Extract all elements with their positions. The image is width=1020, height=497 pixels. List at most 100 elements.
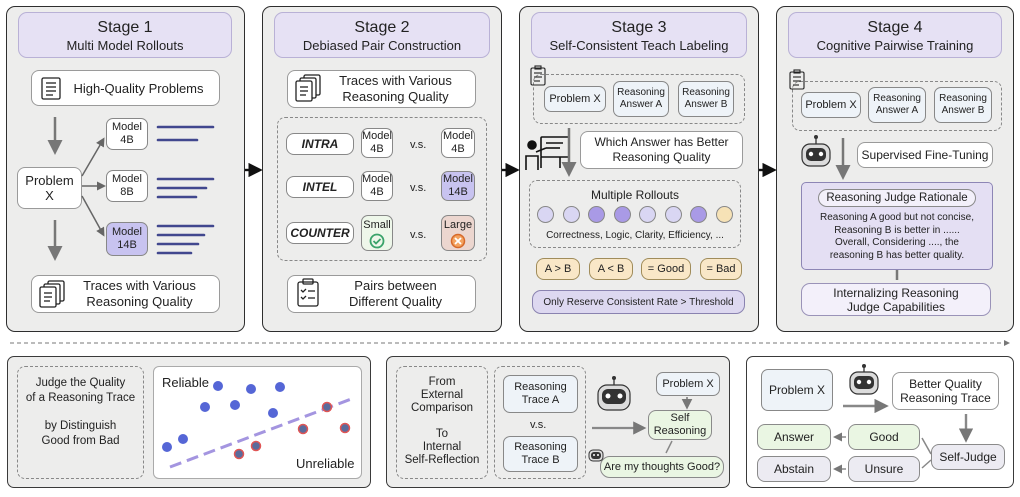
stage4-problem-box: Problem X [801,92,861,118]
rationale-title: Reasoning Judge Rationale [818,189,976,207]
model-4b-line1: Model [112,121,142,133]
connector [665,440,673,454]
stage3-answer-a-line1: Reasoning [617,87,665,98]
unsure-box: Unsure [848,456,920,482]
traces-vs: v.s. [530,419,547,431]
stage4-title: Stage 4 [867,19,923,36]
better-quality-box: Better Quality Reasoning Trace [892,372,999,410]
pair-types-group [277,117,487,261]
model-4b-line2: 4B [120,134,134,146]
stage1-title: Stage 1 [97,19,153,36]
judge-line-5: Good from Bad [41,434,120,447]
stage4-header: Stage 4 Cognitive Pairwise Training [788,12,1002,58]
rationale-line-4: reasoning B has better quality. [829,249,965,261]
robot-icon [597,376,631,411]
intra-tag: INTRA [286,133,354,155]
rollout-circle [715,206,733,223]
better-quality-line2: Reasoning Trace [900,391,991,405]
external-internal-box [396,366,488,479]
which-better-line1: Which Answer has Better [594,135,729,149]
stage3-header: Stage 3 Self-Consistent Teach Labeling [531,12,747,58]
clipboard-icon [530,65,546,86]
stage4-panel [776,6,1014,332]
label-bad: = Bad [700,258,742,280]
small-model: Small [361,215,393,251]
reliable-label: Reliable [162,375,209,390]
label-a-lt-b: A < B [589,258,633,280]
model-14b-box: Model 14B [106,222,148,256]
teacher-icon [525,136,570,170]
rollout-circle [537,206,554,223]
rollout-circle [588,206,605,223]
model-8b-line2: 8B [120,186,134,198]
pairs-line1: Pairs between [354,278,437,293]
rollout-circle [613,206,631,223]
judge-line-2: of a Reasoning Trace [25,391,136,404]
rationale-line-3: Overall, Considering ...., the [835,237,959,248]
good-box: Good [848,424,920,450]
intel-right-line2: 14B [448,186,468,198]
rollout-circle [690,206,707,223]
intel-vs: v.s. [410,182,427,194]
ext-line-5: To [435,428,449,440]
stage3-inputs-group [533,74,745,124]
stage3-answer-b-line1: Reasoning [682,87,730,98]
stage4-answer-b-line1: Reasoning [939,93,987,104]
stage3-answer-a-line2: Answer A [619,99,663,110]
rollout-circle [639,206,656,223]
connector [921,459,932,469]
intra-left-line2: 4B [370,143,384,155]
abstain-box: Abstain [757,456,831,482]
label-good: = Good [641,258,691,280]
intel-right-line1: Model [443,173,473,185]
intel-left-model: Model 4B [361,171,393,201]
large-label: Large [443,219,473,231]
trace-b-line1: Reasoning [514,441,567,453]
intel-left-line1: Model [362,173,392,185]
pairs-line2: Different Quality [349,294,442,309]
trace-a-line2: Trace A [521,394,560,406]
clipboard-checklist-icon [297,278,319,307]
answer-box: Answer [757,424,831,450]
which-better-line2: Reasoning Quality [612,150,711,164]
stacked-documents-icon [39,280,65,308]
stage3-problem-box: Problem X [544,86,606,112]
unreliable-points [233,401,351,460]
self-reasoning-box: Self Reasoning [648,410,712,440]
large-model: Large [441,215,475,251]
small-robot-icon [588,449,604,462]
model-4b-box: Model 4B [106,118,148,150]
threshold-box: Only Reserve Consistent Rate > Threshold [532,290,745,314]
stage3-answer-b-line2: Answer B [684,99,728,110]
intel-left-line2: 4B [370,186,384,198]
intra-left-line1: Model [362,130,392,142]
multiple-rollouts-group [529,180,741,248]
ext-line-1: From [428,376,456,388]
stage4-inputs-group [792,81,1002,131]
stage3-title: Stage 3 [611,19,667,36]
ext-line-3: Comparison [411,402,473,414]
trace-a-box: Reasoning Trace A [503,375,578,413]
document-icon [41,77,61,100]
label-a-gt-b: A > B [536,258,580,280]
judge-line-1: Judge the Quality [35,377,126,389]
problem-x-line1: Problem [25,173,74,188]
stage2-header: Stage 2 Debiased Pair Construction [274,12,490,58]
branch-arrow [81,195,105,237]
rationale-text: Reasoning A good but not concise, Reason… [801,212,993,262]
stage4-subtitle: Cognitive Pairwise Training [816,38,974,53]
problems-label: High-Quality Problems [73,80,204,96]
robot-icon [801,135,831,167]
rationale-line-2: Reasoning B is better in ...... [834,224,960,236]
model-8b-box: Model 8B [106,170,148,202]
counter-tag: COUNTER [286,222,354,244]
check-icon [369,233,385,249]
stage2-title: Stage 2 [354,19,410,36]
trace-b-box: Reasoning Trace B [503,436,578,472]
clipboard-icon [789,69,805,90]
intra-right-model: Model 4B [441,128,475,158]
internalizing-line1: Internalizing Reasoning [833,285,959,300]
stage3-answer-a-box: Reasoning Answer A [613,81,669,117]
external-internal-text: From External Comparison To Internal Sel… [396,376,488,467]
rollout-criteria: Correctness, Logic, Clarity, Efficiency,… [546,230,724,241]
